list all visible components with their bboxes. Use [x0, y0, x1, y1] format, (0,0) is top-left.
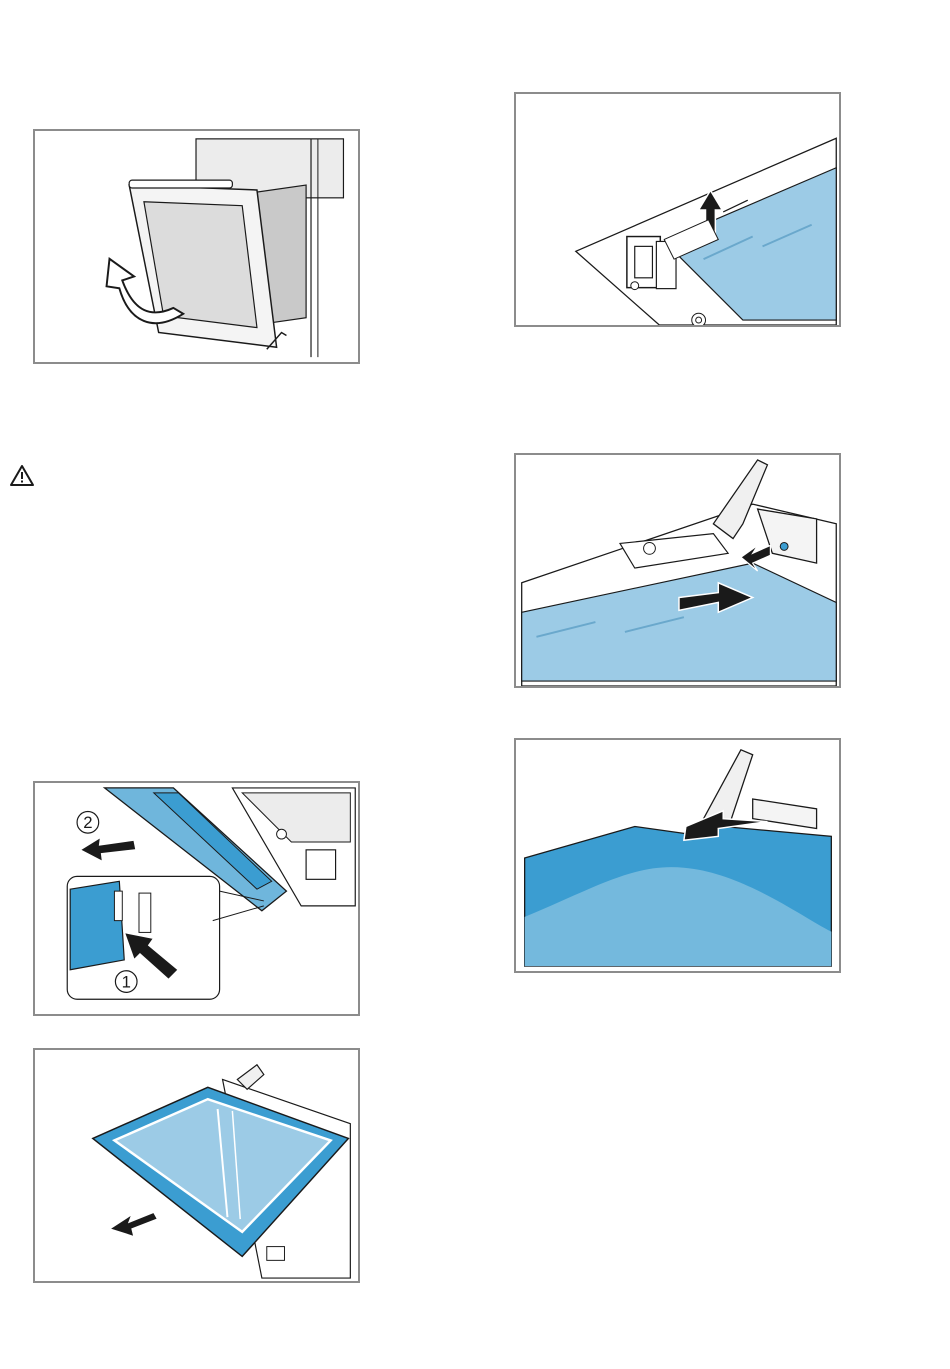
door-opening-illustration — [35, 131, 358, 362]
cover-removal-illustration: 2 1 — [35, 783, 358, 1014]
hinge-lift-illustration — [516, 94, 839, 325]
step-label-1: 1 — [122, 972, 131, 991]
pane-slide-out-illustration — [35, 1050, 358, 1281]
figure-door-opening — [33, 129, 360, 364]
figure-cover-removal: 2 1 — [33, 781, 360, 1016]
figure-pane-insert — [514, 738, 841, 973]
step-label-2: 2 — [83, 813, 92, 832]
figure-hinge-clip — [514, 453, 841, 688]
arrow-down-left-icon — [110, 1212, 158, 1237]
figure-hinge-lift — [514, 92, 841, 327]
hinge-clip-illustration — [516, 455, 839, 686]
pane-insert-illustration — [516, 740, 839, 971]
figure-pane-slide-out — [33, 1048, 360, 1283]
arrow-step2-icon — [80, 837, 136, 862]
warning-triangle-icon — [9, 464, 35, 488]
